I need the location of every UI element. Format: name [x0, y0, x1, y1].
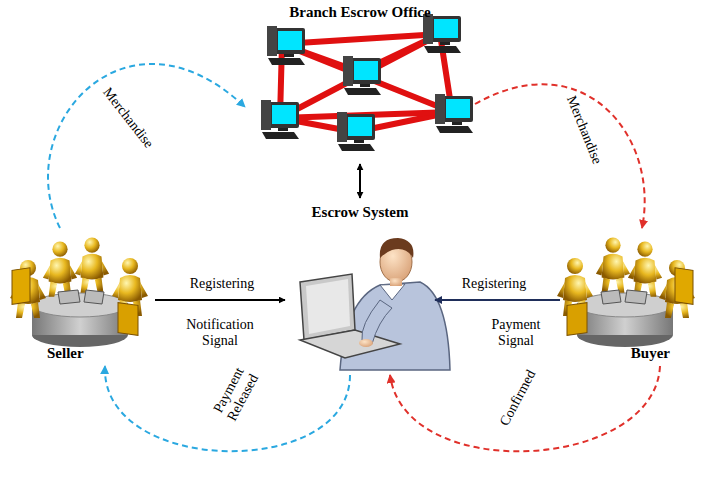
escrow-agent [359, 339, 373, 347]
buyer-group [557, 238, 695, 347]
escrow-agent [390, 278, 402, 286]
escrow-agent [300, 330, 400, 358]
node-label: Seller [47, 345, 84, 362]
buyer-group [557, 238, 695, 347]
network-computers [261, 100, 299, 139]
escrow-agent [362, 300, 392, 344]
seller-group [10, 238, 148, 347]
network-computers [267, 26, 305, 65]
party-buyer: Buyer [560, 228, 708, 366]
network-computers [343, 56, 381, 95]
network-computers [261, 14, 473, 151]
escrow-agent [306, 279, 350, 334]
escrow-agent [340, 282, 450, 370]
escrow-agent [380, 238, 414, 258]
flow-arrow [155, 299, 285, 301]
seller-group [10, 238, 148, 347]
escrow-system: Escrow System [285, 200, 435, 375]
edge-label: Merchandise [556, 76, 612, 184]
edge-label: Confirmed [487, 350, 548, 446]
escrow-agent [300, 238, 450, 370]
network-group: Branch Escrow Office [245, 2, 475, 162]
escrow-agent [380, 284, 405, 300]
node-label: Branch Escrow Office [289, 4, 430, 21]
node-label: Escrow System [312, 204, 409, 221]
network-computers [435, 94, 473, 133]
flow-curve [475, 84, 645, 228]
node-label: Buyer [631, 345, 670, 362]
edge-label: Registering [162, 276, 282, 292]
edge-label: Registering [434, 276, 554, 292]
signal-label: Payment Signal [480, 317, 552, 349]
flow-arrow [359, 164, 361, 198]
edge-label: Payment Released [205, 355, 267, 434]
network-computers [337, 112, 375, 151]
escrow-agent [300, 274, 355, 340]
party-seller: Seller [5, 228, 155, 366]
signal-label: Notification Signal [174, 317, 266, 349]
flow-curve [48, 64, 245, 228]
flow-arrow [435, 299, 560, 301]
edge-label: Merchandise [88, 70, 168, 167]
